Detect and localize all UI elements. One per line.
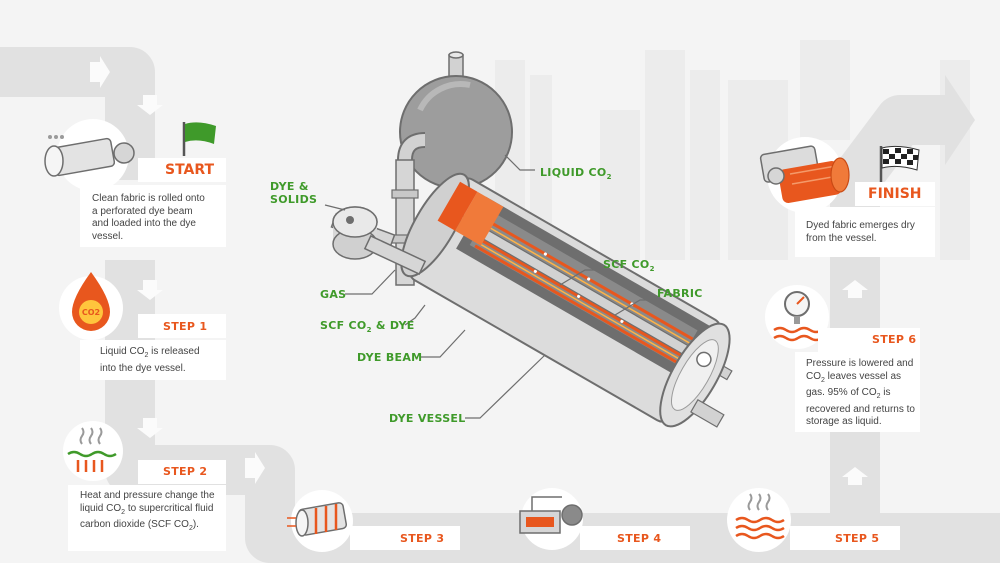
dye-vessel-diagram xyxy=(324,51,733,428)
fabric-roll-icon xyxy=(44,119,135,191)
start-desc-box xyxy=(80,185,226,247)
step4-tab xyxy=(580,526,690,550)
heat-icon xyxy=(63,421,123,481)
liquid-co2-label: LIQUID CO2 xyxy=(540,166,612,182)
step6-tab xyxy=(818,328,920,352)
dye-vessel-label: DYE VESSEL xyxy=(389,412,466,425)
start-desc: Clean fabric is rolled onto a perforated… xyxy=(92,193,205,242)
step3-tab xyxy=(350,526,460,550)
step4-title: STEP 4 xyxy=(617,532,662,545)
co2-droplet-icon: CO2 xyxy=(59,272,123,340)
heat-wave-icon xyxy=(727,488,791,552)
fabric-label: FABRIC xyxy=(657,287,703,300)
step1-title: STEP 1 xyxy=(163,320,208,333)
dyed-roll-icon xyxy=(759,137,850,213)
step2-desc-box xyxy=(68,485,226,551)
dye-solids-label: DYE &SOLIDS xyxy=(270,180,318,206)
gas-label: GAS xyxy=(320,288,347,301)
green-flag-icon xyxy=(182,122,216,156)
step6-desc: Pressure is lowered and CO2 leaves vesse… xyxy=(806,358,915,427)
step6-title: STEP 6 xyxy=(872,333,917,346)
step1-tab xyxy=(138,314,226,338)
step2-title: STEP 2 xyxy=(163,465,208,478)
heated-roll-icon xyxy=(287,490,353,552)
step2-tab xyxy=(138,460,226,484)
step5-tab xyxy=(790,526,900,550)
finish-tab xyxy=(855,182,935,206)
factory-silhouette xyxy=(495,40,970,260)
step6-desc-box xyxy=(795,352,920,432)
separator-icon xyxy=(519,488,583,550)
step2-desc: Heat and pressure change the liquid CO2 … xyxy=(80,490,215,532)
step1-desc: Liquid CO2 is released into the dye vess… xyxy=(100,346,200,374)
step3-title: STEP 3 xyxy=(400,532,445,545)
step5-title: STEP 5 xyxy=(835,532,880,545)
co2-badge-text: CO2 xyxy=(82,308,100,317)
scf-co2-label: SCF CO2 xyxy=(603,258,655,274)
dye-beam-label: DYE BEAM xyxy=(357,351,423,364)
pressure-gauge-icon xyxy=(765,285,829,349)
liquid-co2-tank xyxy=(399,75,513,189)
scf-co2-dye-label: SCF CO2 & DYE xyxy=(320,319,415,335)
step1-desc-box xyxy=(80,340,226,380)
finish-title: FINISH xyxy=(868,186,922,202)
start-title: START xyxy=(165,162,215,178)
finish-desc: Dyed fabric emerges dry from the vessel. xyxy=(806,220,915,244)
start-tab xyxy=(138,158,226,182)
finish-desc-box xyxy=(795,207,935,257)
checkered-flag-icon xyxy=(879,145,920,186)
